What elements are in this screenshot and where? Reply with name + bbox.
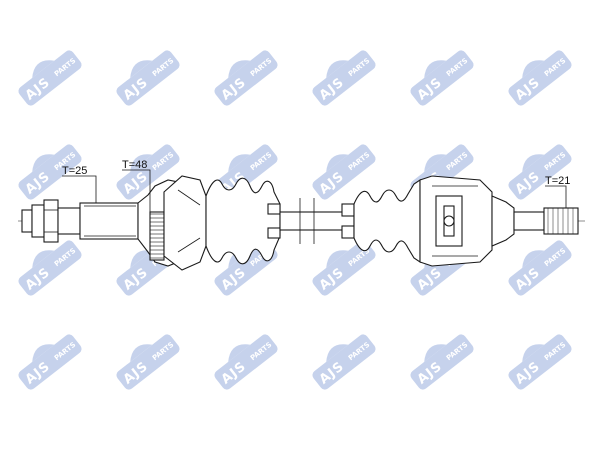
inner-spline-label: T=21 [545,175,570,187]
outer-spline-label: T=25 [62,165,87,177]
dimension-leaders [62,169,567,212]
inner-spline-shaft [513,207,579,235]
outer-cv-housing [137,175,207,271]
outer-spline-shaft [57,202,139,240]
outer-stub-nut [21,199,59,243]
inner-tripod-housing [419,175,515,267]
abs-ring-label: T=48 [122,159,147,171]
axle-drawing [18,169,585,271]
inner-boot [341,178,421,264]
outer-boot [205,177,281,265]
